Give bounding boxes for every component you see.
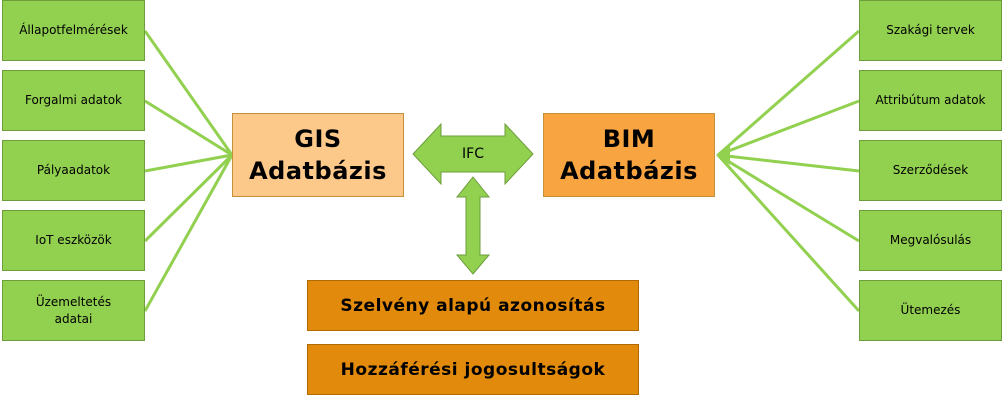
bim-database: BIM Adatbázis [543,113,715,197]
source-uzemeltetes-adatai: Üzemeltetés adatai [2,280,145,341]
double-arrow-horizontal-icon [412,122,534,186]
connector-line [717,99,860,157]
connector-line [717,153,860,173]
source-utemezes: Ütemezés [859,280,1002,341]
segment-based-identification: Szelvény alapú azonosítás [307,280,639,331]
connector-line [143,153,234,243]
connector-line [144,99,233,157]
source-forgalmi-adatok: Forgalmi adatok [2,70,145,131]
connector-line [143,30,234,156]
gis-database: GIS Adatbázis [232,113,404,197]
connector-line [717,29,860,157]
arrowhead-icon [716,145,730,165]
source-attributum-adatok: Attribútum adatok [859,70,1002,131]
connector-line [716,153,861,313]
source-iot-eszkozok: IoT eszközök [2,210,145,271]
source-megvalosulas: Megvalósulás [859,210,1002,271]
source-palyaadatok: Pályaadatok [2,140,145,201]
connector-line [144,153,233,173]
double-arrow-vertical-icon [455,176,491,275]
source-allapotfelmeresek: Állapotfelmérések [2,0,145,61]
source-szakagi-tervek: Szakági tervek [859,0,1002,61]
ifc-label: IFC [462,146,484,162]
connector-line [717,153,860,243]
source-szerzodesek: Szerződések [859,140,1002,201]
access-permissions: Hozzáférési jogosultságok [307,344,639,395]
connector-line [143,154,234,312]
